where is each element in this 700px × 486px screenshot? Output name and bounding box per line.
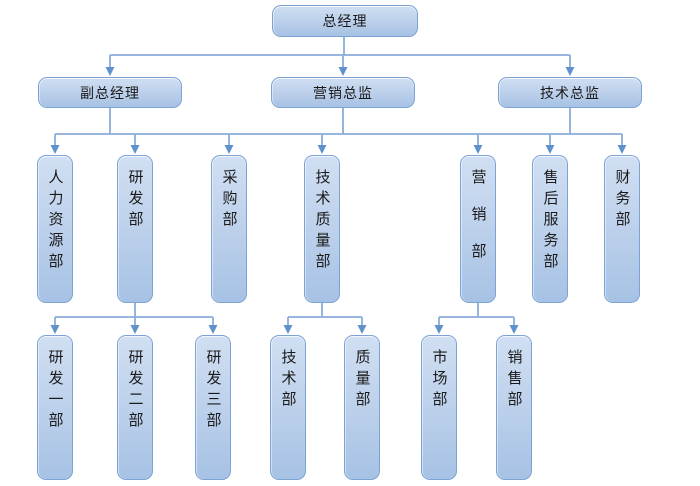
org-node-label: 财务部 [613,169,631,232]
org-node-marketing-dept[interactable]: 营销部 [460,155,496,303]
org-node-label: 市场部 [430,349,448,412]
org-node-technical-dept[interactable]: 技术部 [270,335,306,480]
org-node-tech-quality-dept[interactable]: 技术质量部 [304,155,340,303]
org-node-label: 采购部 [220,169,238,232]
org-node-after-sales-service-dept[interactable]: 售后服务部 [532,155,568,303]
org-node-label: 技术部 [279,349,297,412]
org-node-label: 研发一部 [46,349,64,433]
org-node-hr-dept[interactable]: 人力资源部 [37,155,73,303]
org-node-rd-dept-3[interactable]: 研发三部 [195,335,231,480]
org-node-rd-dept-1[interactable]: 研发一部 [37,335,73,480]
org-node-procurement-dept[interactable]: 采购部 [211,155,247,303]
org-node-market-dept[interactable]: 市场部 [421,335,457,480]
org-node-general-manager[interactable]: 总经理 [272,5,418,37]
org-node-marketing-director[interactable]: 营销总监 [271,77,415,108]
org-node-label: 技术质量部 [313,169,331,274]
org-node-label: 研发部 [126,169,144,232]
org-node-label: 研发三部 [204,349,222,433]
org-node-label: 售后服务部 [541,169,559,274]
org-node-rd-dept[interactable]: 研发部 [117,155,153,303]
org-node-sales-dept[interactable]: 销售部 [496,335,532,480]
org-node-label: 销售部 [505,349,523,412]
org-node-label: 营销总监 [313,84,373,101]
org-node-label: 人力资源部 [46,169,64,274]
org-node-label: 营销部 [469,169,487,280]
org-node-deputy-general-manager[interactable]: 副总经理 [38,77,182,108]
org-node-label: 技术总监 [540,84,600,101]
org-node-label: 副总经理 [80,84,140,101]
org-node-label: 质量部 [353,349,371,412]
arrowhead-icons [50,67,627,334]
org-node-rd-dept-2[interactable]: 研发二部 [117,335,153,480]
org-node-label: 研发二部 [126,349,144,433]
org-node-finance-dept[interactable]: 财务部 [604,155,640,303]
org-node-label: 总经理 [322,13,368,29]
org-node-quality-dept[interactable]: 质量部 [344,335,380,480]
org-node-technical-director[interactable]: 技术总监 [498,77,642,108]
